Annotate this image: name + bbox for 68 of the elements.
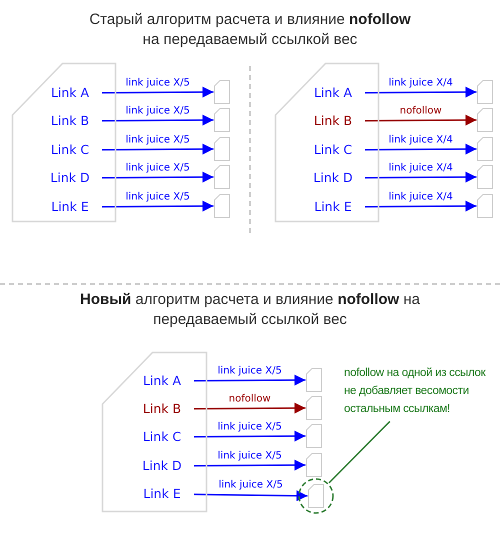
heading: Старый алгоритм расчета и влияние nofollow на передаваемый ссылкой вес: [88, 10, 412, 50]
arrow: [194, 460, 306, 471]
edge-label: link juice X/5: [124, 106, 192, 117]
arrow: [194, 430, 306, 442]
web-page-outline: [275, 63, 379, 222]
link-text: Link D: [132, 457, 192, 475]
link-text: Link B: [40, 112, 100, 130]
arrow: [365, 86, 476, 98]
callout-note: nofollow на одной из ссылок не добавляет весомости остальным ссылкам!: [344, 364, 494, 420]
link-text: Link D: [40, 169, 100, 187]
link-text: Link C: [132, 428, 192, 446]
link-text: Link D: [303, 169, 363, 187]
link-text: Link E: [40, 198, 100, 216]
edge-label: link juice X/5: [216, 450, 284, 462]
edge-label: link juice X/5: [124, 162, 192, 174]
page-icon: [308, 484, 324, 508]
arrow: [365, 114, 476, 126]
edge-label: link juice X/5: [124, 134, 192, 146]
arrow: [365, 200, 476, 212]
arrow: [102, 172, 214, 183]
arrow: [102, 200, 214, 212]
page-icon: [214, 137, 230, 161]
page-icon: [477, 80, 493, 104]
edge-label: link juice X/4: [386, 134, 455, 146]
arrow: [194, 374, 306, 386]
link-text: Link E: [132, 485, 192, 503]
edge-label: link juice X/5: [216, 480, 285, 491]
link-text: Link B: [132, 400, 192, 418]
page-icon: [477, 165, 493, 189]
page-icon: [306, 396, 322, 420]
page-icon: [477, 108, 493, 132]
page-icon: [477, 194, 493, 218]
edge-label: link juice X/5: [124, 192, 192, 203]
page-icon: [214, 165, 230, 189]
arrow: [102, 114, 214, 126]
page-icon: [214, 80, 230, 104]
page-icon: [306, 368, 322, 392]
page-icon: [306, 453, 322, 477]
page-icon: [477, 137, 493, 161]
arrow: [194, 402, 306, 414]
edge-label: link juice X/4: [386, 162, 455, 174]
edge-label: nofollow: [226, 394, 273, 405]
edge-label: link juice X/4: [386, 192, 455, 203]
arrow: [102, 86, 214, 98]
page-icon: [306, 424, 322, 448]
link-text: Link C: [303, 141, 363, 159]
arrow: [194, 490, 308, 502]
edge-label: link juice X/5: [216, 366, 284, 377]
link-text: Link A: [132, 372, 192, 390]
highlight-circle: [298, 478, 334, 514]
link-text: Link A: [40, 84, 100, 102]
web-page-outline: [102, 352, 207, 512]
arrow: [365, 172, 476, 183]
heading: Новый алгоритм расчета и влияние nofollow на передаваемый ссылкой вес: [79, 290, 422, 330]
link-text: Link A: [303, 84, 363, 102]
edge-label: nofollow: [398, 106, 444, 117]
link-text: Link B: [303, 112, 363, 130]
link-text: Link E: [303, 198, 363, 216]
edge-label: link juice X/5: [216, 422, 284, 433]
edge-label: link juice X/5: [124, 78, 192, 89]
leader-line: [328, 420, 390, 484]
edge-label: link juice X/4: [386, 78, 455, 89]
arrow: [102, 144, 214, 155]
arrow: [365, 144, 476, 155]
web-page-outline: [12, 63, 116, 222]
page-icon: [214, 108, 230, 132]
page-icon: [214, 194, 230, 218]
link-text: Link C: [40, 141, 100, 159]
